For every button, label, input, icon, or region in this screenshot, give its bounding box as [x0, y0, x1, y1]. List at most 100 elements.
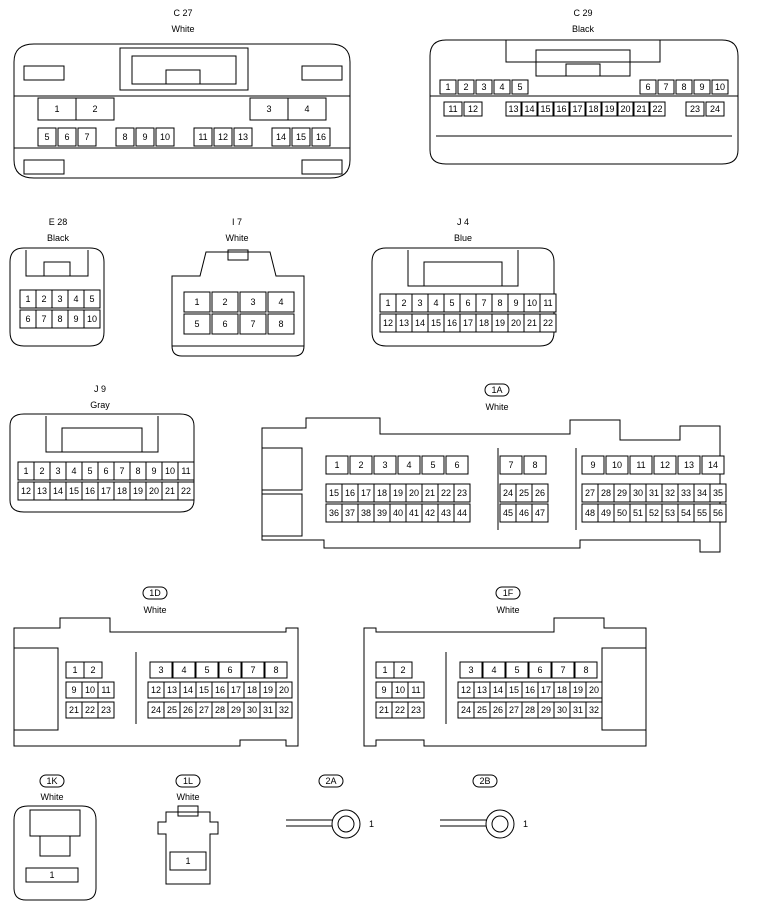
c27-pin-cell [287, 97, 327, 121]
c1f-pin-label: 21 [379, 705, 389, 715]
c1a-pin-label: 40 [393, 508, 403, 518]
c1a-pin-cell [677, 455, 701, 475]
c1d-pin-label: 6 [227, 665, 232, 675]
c1d-pin-label: 2 [90, 665, 95, 675]
c1f-pin-cell [585, 701, 603, 719]
c29-pin-cell [521, 101, 538, 117]
c1a-pin-label: 22 [441, 488, 451, 498]
c1d-pin-cell [195, 661, 219, 679]
c29-pin-cell [657, 79, 675, 95]
c1d-pin-label: 10 [85, 685, 95, 695]
c1a-pin-label: 45 [503, 508, 513, 518]
c1a-pin-label: 46 [519, 508, 529, 518]
1k-housing [13, 805, 97, 901]
j9-pin-label: 1 [23, 466, 28, 476]
2a-ring-terminal [331, 809, 361, 839]
connector-1k: 1K White 1 [13, 774, 97, 901]
c29-latch-inner [535, 49, 631, 77]
c1f-pin-cell [407, 681, 425, 699]
c29-pin-label: 1 [445, 82, 450, 92]
i7-pin-label: 3 [250, 297, 255, 307]
1a-side-lock-lower [261, 493, 303, 537]
c1f-pin-label: 26 [493, 705, 503, 715]
1k-code-badge [39, 774, 65, 788]
j9-pin-label: 19 [133, 486, 143, 496]
i7-pin-cell [183, 313, 211, 335]
1l-code: 1L [183, 776, 193, 786]
j4-pin-label: 21 [527, 318, 537, 328]
j4-pin-label: 8 [497, 298, 502, 308]
1d-side-lock [13, 647, 59, 731]
j4-pin-label: 17 [463, 318, 473, 328]
c27-foot-right [301, 159, 343, 175]
2b-code-badge [472, 774, 498, 788]
1l-housing [157, 811, 219, 885]
j4-pin-label: 4 [433, 298, 438, 308]
1d-color: White [143, 605, 166, 615]
c27-pin-label: 13 [238, 132, 248, 142]
c29-pin-label: 2 [463, 82, 468, 92]
c1a-pin-cell [325, 455, 349, 475]
c1a-pin-label: 12 [660, 460, 670, 470]
connector-2b: 2B 1 [440, 774, 528, 839]
c1a-pin-cell [653, 455, 677, 475]
c27-code: C 27 [173, 8, 192, 18]
c1a-pin-label: 10 [612, 460, 622, 470]
c27-pin-cell [193, 127, 213, 147]
i7-pin-label: 8 [278, 319, 283, 329]
c1d-pin-label: 24 [151, 705, 161, 715]
c27-pin-cell [75, 97, 115, 121]
1l-latch [177, 805, 199, 817]
j9-pin-label: 8 [135, 466, 140, 476]
c1f-pin-cell [482, 661, 506, 679]
c1a-pin-label: 20 [409, 488, 419, 498]
c1a-pin-label: 25 [519, 488, 529, 498]
e28-pin-cell [83, 309, 101, 329]
c1f-pin-cell [551, 661, 575, 679]
c27-latch [119, 47, 249, 91]
c27-pin-cell [57, 127, 77, 147]
c1a-pin-label: 35 [713, 488, 723, 498]
i7-pin-cell [239, 313, 267, 335]
c1f-pin-label: 6 [537, 665, 542, 675]
c29-pin-label: 3 [481, 82, 486, 92]
c1d-pin-label: 7 [250, 665, 255, 675]
c29-pin-label: 16 [556, 104, 566, 114]
1k-code: 1K [46, 776, 57, 786]
c1d-pin-label: 15 [199, 685, 209, 695]
c1a-pin-cell [531, 483, 549, 503]
c1a-pin-label: 41 [409, 508, 419, 518]
j4-pin-label: 19 [495, 318, 505, 328]
i7-pin-label: 5 [194, 319, 199, 329]
c29-pin-cell [493, 79, 511, 95]
i7-pin-label: 6 [222, 319, 227, 329]
c1d-pin-label: 28 [215, 705, 225, 715]
e28-pin-label: 10 [87, 314, 97, 324]
c27-pin-cell [155, 127, 175, 147]
c29-pin-label: 7 [663, 82, 668, 92]
c1a-pin-cell [605, 455, 629, 475]
c1a-pin-cell [421, 455, 445, 475]
c1a-pin-label: 51 [633, 508, 643, 518]
c1f-pin-label: 15 [509, 685, 519, 695]
i7-code: I 7 [232, 217, 242, 227]
c1d-pin-cell [149, 661, 173, 679]
c29-pin-label: 17 [572, 104, 582, 114]
c1f-pin-label: 28 [525, 705, 535, 715]
c1k-pin-label: 1 [49, 870, 54, 880]
c1a-pin-label: 11 [636, 460, 645, 470]
2a-code: 2A [325, 776, 336, 786]
1f-housing [363, 617, 647, 747]
c1f-pin-label: 32 [589, 705, 599, 715]
c1a-pin-label: 52 [649, 508, 659, 518]
c1a-pin-label: 21 [425, 488, 435, 498]
c1a-pin-label: 15 [329, 488, 339, 498]
e28-pin-label: 3 [57, 294, 62, 304]
j4-pin-cell [539, 293, 557, 313]
i7-latch [227, 249, 249, 261]
c1f-pin-label: 13 [477, 685, 487, 695]
c29-pin-cell [569, 101, 586, 117]
